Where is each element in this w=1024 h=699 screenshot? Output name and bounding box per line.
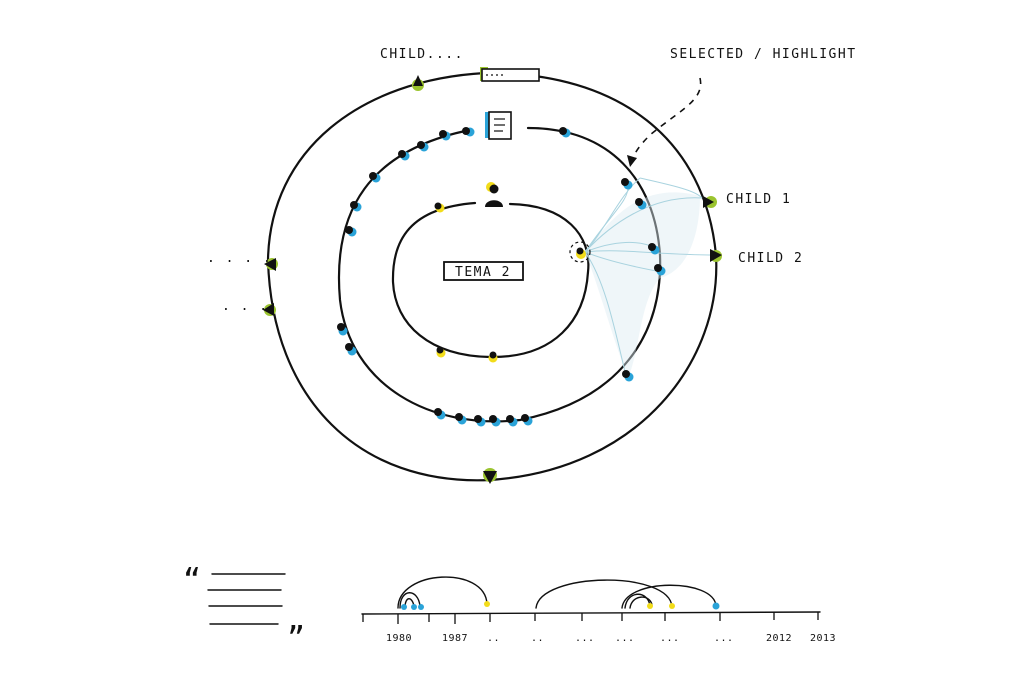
triangle-marker-icon[interactable] [483,468,497,484]
outer-ring-markers [263,75,722,484]
ring-dot [350,201,362,212]
child1-label: CHILD 1 [726,192,791,207]
ring-dot [439,130,451,141]
dashed-arrow [631,77,702,161]
ring-dot [345,343,357,356]
tick-label: 2012 [766,633,792,644]
ring-dot [337,323,348,336]
ring-dot [398,150,410,161]
ring-dot [559,127,571,138]
child-top-label: CHILD.... [380,47,464,62]
selected-highlight-label: SELECTED / HIGHLIGHT [670,47,857,62]
ring-dot [635,198,647,210]
ring-dot-selected[interactable] [576,247,586,260]
tick-label: ... [615,633,635,644]
child2-label: CHILD 2 [738,251,803,266]
triangle-marker-icon[interactable] [703,196,717,208]
tick-label: .. [531,633,544,644]
timeline-axis [361,611,821,615]
ring-dot [654,264,666,276]
arc-endpoint [401,604,407,610]
tick-label: ... [575,633,595,644]
ring-dot [489,415,501,427]
tick-label: .. [487,633,500,644]
arc-endpoint [647,603,653,609]
inner-ring-dots [434,202,586,363]
middle-ring [337,126,662,423]
document-icon[interactable] [485,111,512,140]
timeline-arc [399,592,421,609]
timeline-ticks [362,612,819,624]
person-icon[interactable] [485,182,503,207]
center-label[interactable]: TEMA 2 [443,261,524,281]
timeline-arc [535,579,673,609]
ring-dot [434,408,446,420]
timeline-arc [397,576,488,609]
ring-dot [648,243,660,255]
quote-block: “ ” [183,563,307,656]
ring-dot [455,413,467,425]
arc-endpoint [418,604,424,610]
middle-ring-dots [337,127,666,427]
tick-label: 1980 [386,633,412,644]
ring-dot [345,226,357,237]
tick-label: 1987 [442,633,468,644]
selection-marker [569,241,591,263]
arc-endpoint [411,604,417,610]
ring-dot [417,141,429,152]
triangle-marker-icon[interactable] [710,249,722,262]
timeline-arc [621,584,717,609]
triangle-marker-icon[interactable] [264,258,278,271]
ring-dot [621,178,633,190]
ring-dot [369,172,381,183]
left-dots-upper: . . . . [207,251,272,266]
arc-endpoint [712,602,720,610]
triangle-marker-icon[interactable] [412,75,424,91]
window-icon[interactable] [480,67,540,82]
arc-endpoint [669,603,675,609]
triangle-marker-icon[interactable] [263,303,276,316]
highlight-fan [584,177,715,378]
ring-dot [474,415,486,427]
ring-dot [488,351,498,363]
ring-dot [462,127,475,137]
tick-label: 2013 [810,633,836,644]
ring-dot [506,415,518,427]
timeline-arc [629,596,653,609]
ring-dot [434,202,445,213]
ring-dot [521,414,533,426]
timeline-arc [624,593,651,609]
timeline: 1980 1987 .. .. ... ... ... ... 2012 201… [361,576,836,644]
tick-label: ... [660,633,680,644]
close-quote: ” [287,621,307,656]
arrowhead-icon [627,155,637,167]
open-quote: “ [183,563,203,598]
tick-label: ... [714,633,734,644]
timeline-arcs [397,576,717,609]
ring-dot [622,370,634,382]
left-dots-lower: . . . [222,299,269,314]
arc-endpoint [484,601,490,607]
ring-dot [436,346,446,358]
center-label-text: TEMA 2 [455,265,511,280]
